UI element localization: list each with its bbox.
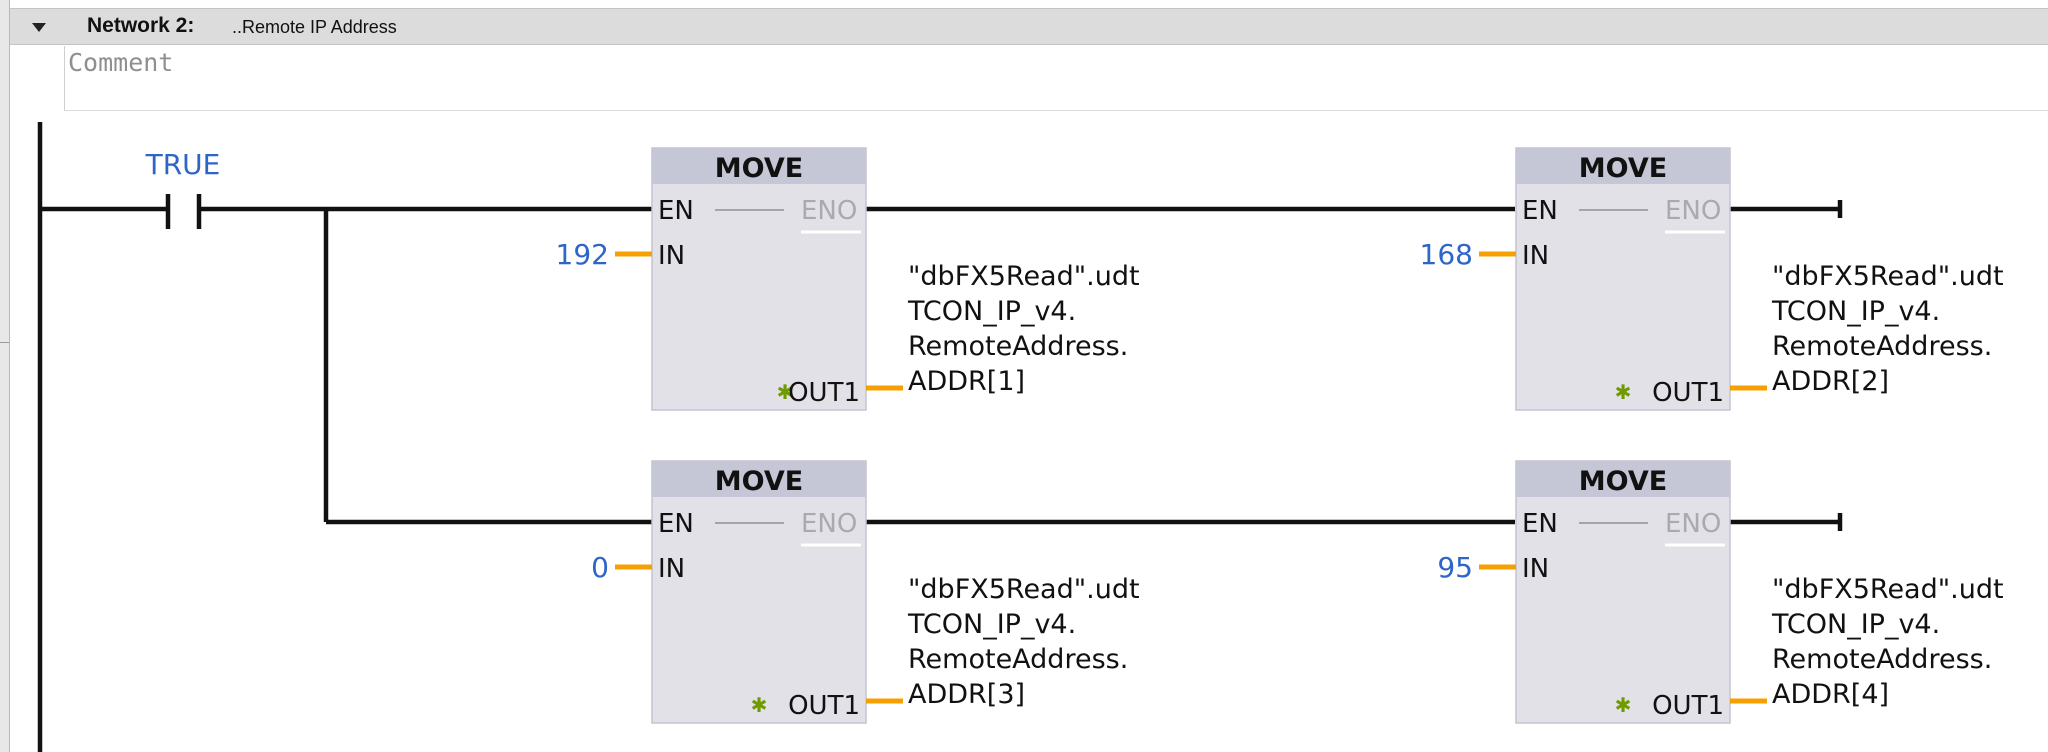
network-subtitle[interactable]: ..Remote IP Address — [232, 17, 397, 37]
in-value[interactable]: 95 — [1437, 551, 1473, 584]
block-header[interactable] — [652, 461, 866, 497]
in-value[interactable]: 192 — [556, 238, 609, 271]
out-operand-line: "dbFX5Read".udt — [908, 261, 1140, 292]
out-operand-line: RemoteAddress. — [1772, 644, 1992, 675]
move-block[interactable]: MOVE EN ENO IN ✱ OUT1 — [1515, 147, 1731, 411]
out-operand-line: ADDR[1] — [908, 366, 1025, 397]
block-header[interactable] — [1516, 148, 1730, 184]
network-title: Network 2: — [87, 14, 195, 37]
out-operand-line: ADDR[3] — [908, 679, 1025, 710]
eno-label: ENO — [1665, 509, 1721, 539]
en-label: EN — [658, 509, 694, 539]
out-operand-line: TCON_IP_v4. — [1771, 609, 1940, 640]
network-comment-field[interactable] — [64, 46, 2048, 111]
out-operand-line: TCON_IP_v4. — [907, 609, 1076, 640]
block-title: MOVE — [715, 466, 803, 497]
block-header[interactable] — [652, 148, 866, 184]
block-title: MOVE — [1579, 466, 1667, 497]
block-body[interactable] — [651, 460, 867, 724]
comment-placeholder[interactable]: Comment — [68, 48, 174, 77]
out-operand-line: TCON_IP_v4. — [1771, 296, 1940, 327]
out-operand-line: RemoteAddress. — [908, 644, 1128, 675]
in-label: IN — [1522, 554, 1549, 584]
asterisk-icon: ✱ — [1615, 693, 1632, 717]
margin-marker — [0, 342, 9, 351]
editor-left-margin — [0, 0, 10, 752]
out-operand[interactable]: "dbFX5Read".udt TCON_IP_v4. RemoteAddres… — [907, 574, 1140, 710]
en-label: EN — [658, 196, 694, 226]
out-operand-line: "dbFX5Read".udt — [1772, 261, 2004, 292]
out-operand-line: ADDR[4] — [1772, 679, 1889, 710]
asterisk-icon: ✱ — [1615, 380, 1632, 404]
eno-label: ENO — [801, 196, 857, 226]
block-title: MOVE — [1579, 153, 1667, 184]
in-label: IN — [658, 241, 685, 271]
contact-operand[interactable]: TRUE — [145, 148, 221, 181]
out-label: OUT1 — [1652, 378, 1724, 408]
out-label: OUT1 — [788, 691, 860, 721]
out-operand-line: RemoteAddress. — [908, 331, 1128, 362]
out-operand-line: "dbFX5Read".udt — [1772, 574, 2004, 605]
block-body[interactable] — [1515, 460, 1731, 724]
asterisk-icon: ✱ — [751, 693, 768, 717]
in-value[interactable]: 168 — [1420, 238, 1473, 271]
out-operand-line: "dbFX5Read".udt — [908, 574, 1140, 605]
network-header[interactable]: Network 2: ..Remote IP Address — [10, 8, 2048, 45]
block-body[interactable] — [651, 147, 867, 411]
out-operand[interactable]: "dbFX5Read".udt TCON_IP_v4. RemoteAddres… — [907, 261, 1140, 397]
out-label: OUT1 — [788, 378, 860, 408]
in-label: IN — [658, 554, 685, 584]
block-body[interactable] — [1515, 147, 1731, 411]
out-operand[interactable]: "dbFX5Read".udt TCON_IP_v4. RemoteAddres… — [1771, 261, 2004, 397]
collapse-chevron-icon[interactable] — [32, 23, 46, 32]
out-operand-line: TCON_IP_v4. — [907, 296, 1076, 327]
out-operand[interactable]: "dbFX5Read".udt TCON_IP_v4. RemoteAddres… — [1771, 574, 2004, 710]
en-label: EN — [1522, 509, 1558, 539]
move-block[interactable]: MOVE EN ENO IN ✱ OUT1 — [651, 147, 867, 411]
block-header[interactable] — [1516, 461, 1730, 497]
out-label: OUT1 — [1652, 691, 1724, 721]
eno-label: ENO — [1665, 196, 1721, 226]
eno-label: ENO — [801, 509, 857, 539]
asterisk-icon: ✱ — [777, 380, 794, 404]
in-label: IN — [1522, 241, 1549, 271]
out-operand-line: RemoteAddress. — [1772, 331, 1992, 362]
move-block[interactable]: MOVE EN ENO IN ✱ OUT1 — [1515, 460, 1731, 724]
block-title: MOVE — [715, 153, 803, 184]
out-operand-line: ADDR[2] — [1772, 366, 1889, 397]
move-block[interactable]: MOVE EN ENO IN ✱ OUT1 — [651, 460, 867, 724]
in-value[interactable]: 0 — [591, 551, 609, 584]
en-label: EN — [1522, 196, 1558, 226]
